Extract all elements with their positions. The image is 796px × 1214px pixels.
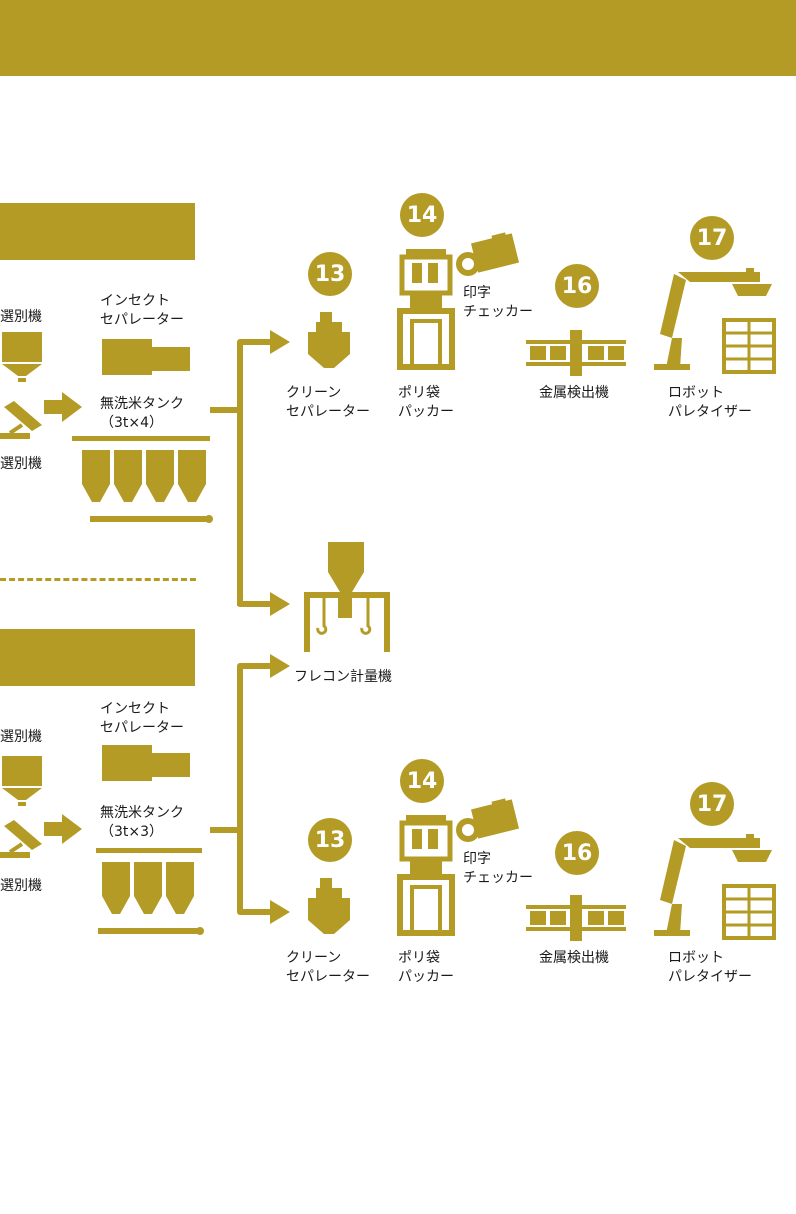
print-checker-label-bottom: 印字チェッカー xyxy=(463,851,533,886)
insect-separator-label-bottom: インセクトセパレーター xyxy=(100,701,184,736)
badge-17-bottom: 17 xyxy=(690,782,734,826)
badge-14-bottom: 14 xyxy=(400,759,444,803)
metal-sorter-label-bottom: 属選別機 xyxy=(0,878,42,894)
section-bar-top xyxy=(0,203,195,260)
insect-separator-label: インセクトセパレーター xyxy=(100,293,184,328)
metal-detector-icon xyxy=(526,330,626,376)
metal-detector-icon-bottom xyxy=(526,895,626,941)
poly-bag-packer-label-bottom: ポリ袋パッカー xyxy=(398,950,454,985)
poly-bag-packer-icon-bottom xyxy=(397,815,455,936)
metal-detector-label: 金属検出機 xyxy=(539,385,609,401)
section-divider xyxy=(0,578,196,581)
poly-bag-packer-label: ポリ袋パッカー xyxy=(398,385,454,420)
flecon-scale-label: フレコン計量機 xyxy=(294,669,392,685)
clean-separator-icon-bottom xyxy=(308,878,350,934)
metal-sorter-label: 属選別機 xyxy=(0,456,42,472)
metal-sorter-icon xyxy=(0,401,42,439)
rice-tank-label: 無洗米タンク（3t×4） xyxy=(100,396,184,431)
badge-13-top: 13 xyxy=(308,252,352,296)
grain-sorter-icon xyxy=(2,332,42,382)
badge-13-bottom: 13 xyxy=(308,818,352,862)
grain-sorter-label: 粒選別機 xyxy=(0,309,42,325)
robot-palletizer-label-bottom: ロボットパレタイザー xyxy=(668,950,752,985)
camera-icon-bottom xyxy=(456,798,520,842)
insect-separator-icon-bottom xyxy=(102,745,190,781)
badge-14-top: 14 xyxy=(400,193,444,237)
badge-16-top: 16 xyxy=(555,264,599,308)
clean-separator-label: クリーンセパレーター xyxy=(286,385,370,420)
insect-separator-icon xyxy=(102,339,190,375)
rice-tank-label-bottom: 無洗米タンク（3t×3） xyxy=(100,805,184,840)
grain-sorter-icon-bottom xyxy=(2,756,42,806)
camera-icon xyxy=(456,232,520,276)
header-band xyxy=(0,0,796,76)
poly-bag-packer-icon xyxy=(397,249,455,370)
print-checker-label: 印字チェッカー xyxy=(463,285,533,320)
metal-sorter-icon-bottom xyxy=(0,820,42,858)
robot-palletizer-icon-bottom xyxy=(654,834,776,940)
section-bar-bottom xyxy=(0,629,195,686)
clean-separator-icon xyxy=(308,312,350,368)
clean-separator-label-bottom: クリーンセパレーター xyxy=(286,950,370,985)
badge-16-bottom: 16 xyxy=(555,831,599,875)
metal-detector-label-bottom: 金属検出機 xyxy=(539,950,609,966)
flecon-scale-icon xyxy=(304,542,390,652)
badge-17-top: 17 xyxy=(690,216,734,260)
arrow-right-icon xyxy=(44,392,82,422)
grain-sorter-label-bottom: 粒選別機 xyxy=(0,729,42,745)
robot-palletizer-label: ロボットパレタイザー xyxy=(668,385,752,420)
rice-tank-icon-bottom xyxy=(96,848,204,935)
flow-connector-middle xyxy=(210,560,290,924)
arrow-right-icon-bottom xyxy=(44,814,82,844)
robot-palletizer-icon xyxy=(654,268,776,374)
rice-tank-icon xyxy=(72,436,213,523)
